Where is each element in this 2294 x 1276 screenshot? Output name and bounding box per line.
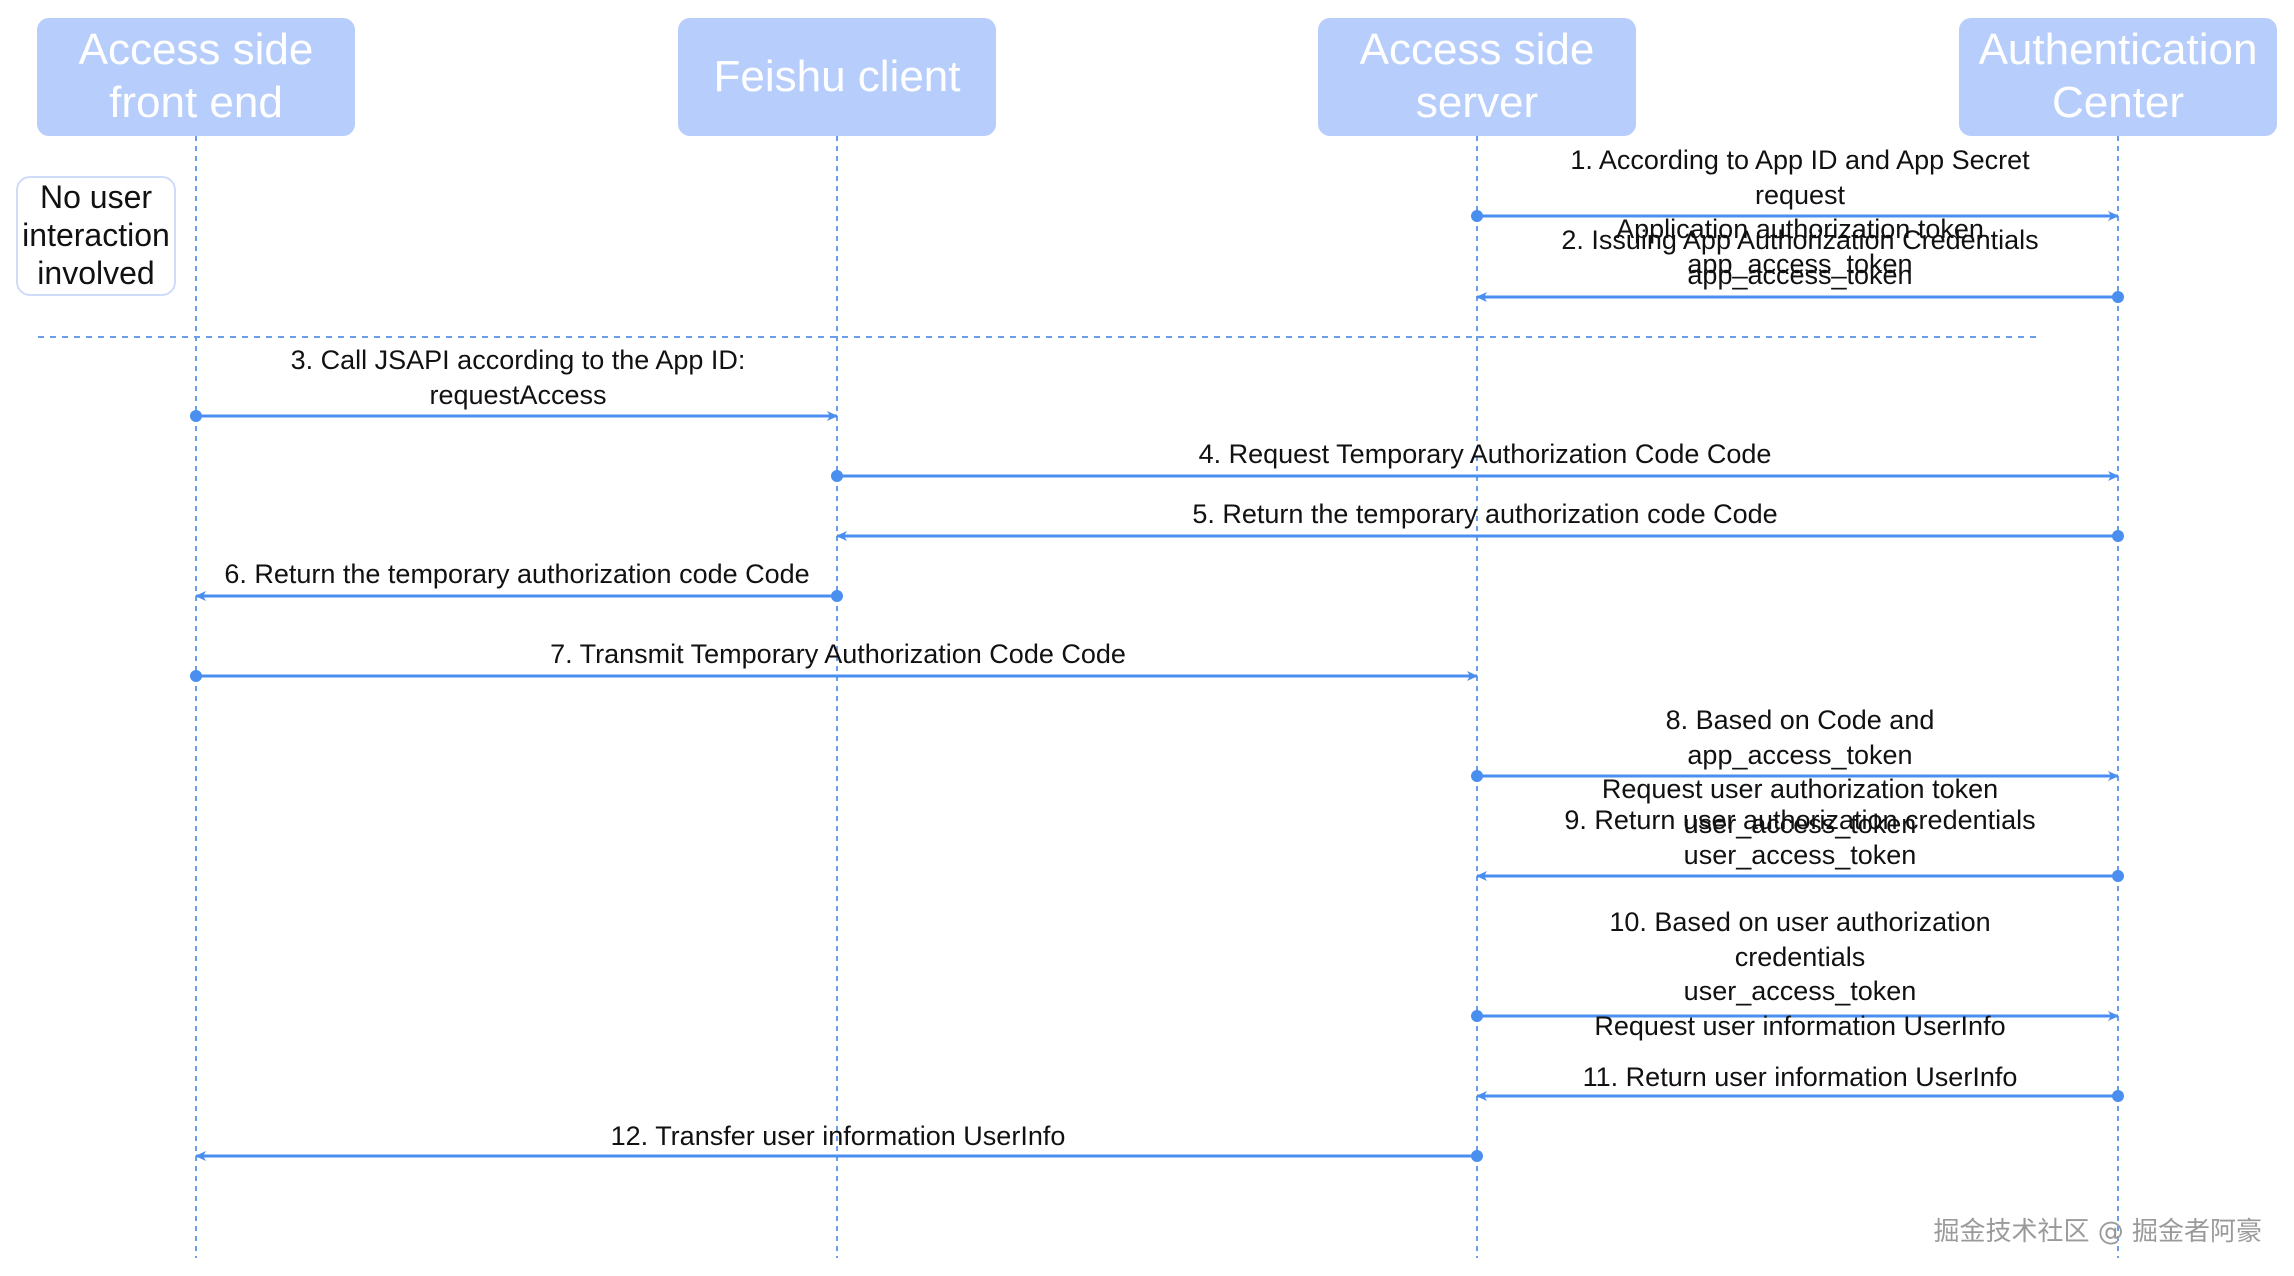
message-label-10: 10. Based on user authorization credenti… <box>1594 907 2006 1041</box>
message-label-12: 12. Transfer user information UserInfo <box>610 1121 1066 1151</box>
message-origin-dot-1 <box>1471 210 1483 222</box>
participant-feishu-client: Feishu client <box>678 18 996 136</box>
message-origin-dot-4 <box>831 470 843 482</box>
message-label-1: 1. According to App ID and App Secret re… <box>1570 145 2030 279</box>
message-origin-dot-10 <box>1471 1010 1483 1022</box>
message-origin-dot-9 <box>2112 870 2124 882</box>
message-label-3: 3. Call JSAPI according to the App ID: r… <box>290 345 746 410</box>
message-origin-dot-8 <box>1471 770 1483 782</box>
message-label-6: 6. Return the temporary authorization co… <box>224 559 810 589</box>
participant-frontend: Access side front end <box>37 18 355 136</box>
message-origin-dot-5 <box>2112 530 2124 542</box>
message-label-11: 11. Return user information UserInfo <box>1582 1062 2018 1092</box>
message-origin-dot-12 <box>1471 1150 1483 1162</box>
message-label-8: 8. Based on Code and app_access_token Re… <box>1601 705 1999 839</box>
message-origin-dot-3 <box>190 410 202 422</box>
note-no-user-interaction: No user interaction involved <box>16 176 176 296</box>
message-label-5: 5. Return the temporary authorization co… <box>1192 499 1778 529</box>
message-origin-dot-7 <box>190 670 202 682</box>
message-origin-dot-2 <box>2112 291 2124 303</box>
message-label-2: 2. Issuing App Authorization Credentials… <box>1561 225 2039 290</box>
watermark-text: 掘金技术社区 @ 掘金者阿豪 <box>1933 1217 2262 1247</box>
participant-server: Access side server <box>1318 18 1636 136</box>
message-label-7: 7. Transmit Temporary Authorization Code… <box>550 639 1126 669</box>
message-origin-dot-11 <box>2112 1090 2124 1102</box>
message-origin-dot-6 <box>831 590 843 602</box>
participant-auth-center: Authentication Center <box>1959 18 2277 136</box>
message-label-4: 4. Request Temporary Authorization Code … <box>1198 439 1772 469</box>
message-label-9: 9. Return user authorization credentials… <box>1564 805 2036 870</box>
